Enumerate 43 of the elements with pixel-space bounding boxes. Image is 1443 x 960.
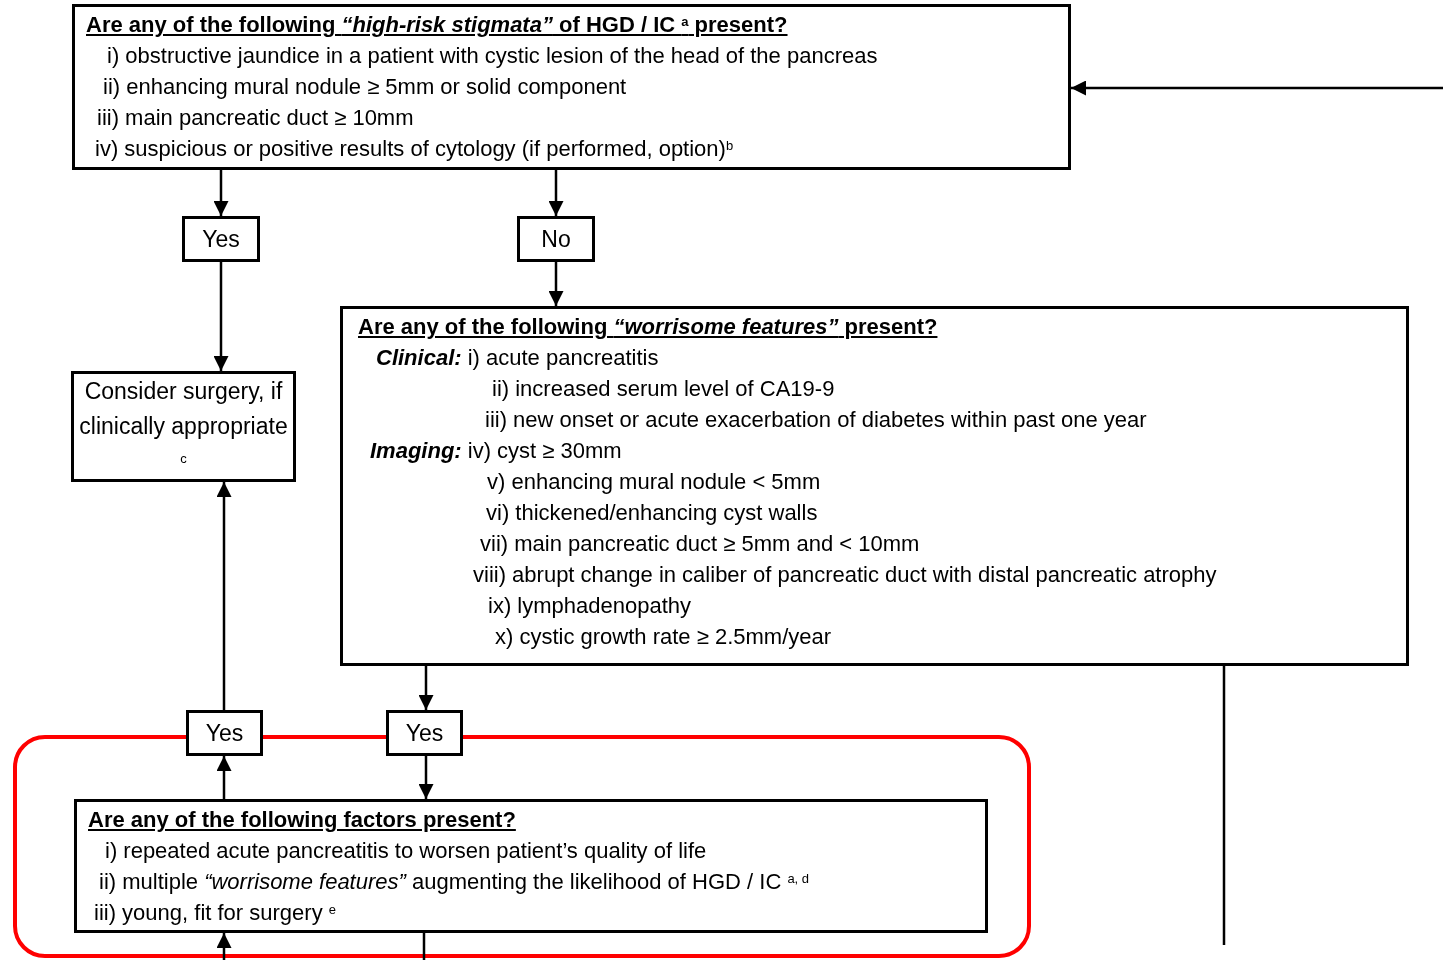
question-heading: Are any of the following factors present? bbox=[88, 806, 516, 834]
arrow bbox=[216, 933, 232, 960]
answer-box bbox=[182, 216, 260, 262]
criterion-text: x) cystic growth rate ≥ 2.5mm/year bbox=[495, 623, 832, 651]
arrow bbox=[216, 756, 232, 799]
arrow bbox=[418, 666, 434, 710]
connector-line bbox=[1222, 666, 1226, 945]
arrow bbox=[213, 170, 229, 216]
criterion-text: ix) lymphadenopathy bbox=[488, 592, 691, 620]
criterion-text: iii) young, fit for surgery $^{e}$ bbox=[94, 899, 336, 927]
criterion-text: Imaging: iv) cyst ≥ 30mm bbox=[370, 437, 622, 465]
answer-label: Yes bbox=[404, 718, 445, 748]
criterion-text: iii) main pancreatic duct ≥ 10mm bbox=[97, 104, 414, 132]
action-box bbox=[71, 371, 296, 482]
question-heading: Are any of the following “worrisome features” present? bbox=[358, 313, 938, 341]
criterion-text: v) enhancing mural nodule < 5mm bbox=[487, 468, 821, 496]
criterion-text: ii) increased serum level of CA19-9 bbox=[492, 375, 835, 403]
answer-box bbox=[517, 216, 595, 262]
arrow bbox=[548, 170, 564, 216]
question-box bbox=[72, 4, 1071, 170]
answer-label: No bbox=[540, 224, 572, 254]
criterion-text: ii) multiple “worrisome features” augmenting the likelihood of HGD / IC $^{a, d}$ bbox=[99, 868, 810, 896]
criterion-text: iii) new onset or acute exacerbation of diabetes within past one year bbox=[485, 406, 1147, 434]
answer-box bbox=[386, 710, 463, 756]
criterion-text: i) repeated acute pancreatitis to worsen patient’s quality of life bbox=[105, 837, 707, 865]
arrow bbox=[213, 262, 229, 371]
criterion-text: iv) suspicious or positive results of cytology (if performed, option)$^{b}$ bbox=[95, 135, 734, 163]
question-heading: Are any of the following “high-risk stigmata” of HGD / IC $^{a}$ present? bbox=[86, 11, 788, 39]
criterion-text: viii) abrupt change in caliber of pancreatic duct with distal pancreatic atrophy bbox=[473, 561, 1217, 589]
criterion-text: vii) main pancreatic duct ≥ 5mm and < 10mm bbox=[480, 530, 920, 558]
question-box bbox=[74, 799, 988, 933]
criterion-text: vi) thickened/enhancing cyst walls bbox=[486, 499, 818, 527]
criterion-text: Clinical: i) acute pancreatitis bbox=[376, 344, 659, 372]
criterion-text: ii) enhancing mural nodule ≥ 5mm or solid component bbox=[103, 73, 627, 101]
arrow bbox=[548, 262, 564, 306]
answer-box bbox=[186, 710, 263, 756]
answer-label: Yes bbox=[204, 718, 245, 748]
arrow bbox=[418, 756, 434, 799]
answer-label: Yes bbox=[201, 224, 241, 254]
connector-line bbox=[422, 933, 426, 960]
arrow bbox=[1071, 80, 1443, 96]
question-box bbox=[340, 306, 1409, 666]
arrow bbox=[216, 482, 232, 710]
